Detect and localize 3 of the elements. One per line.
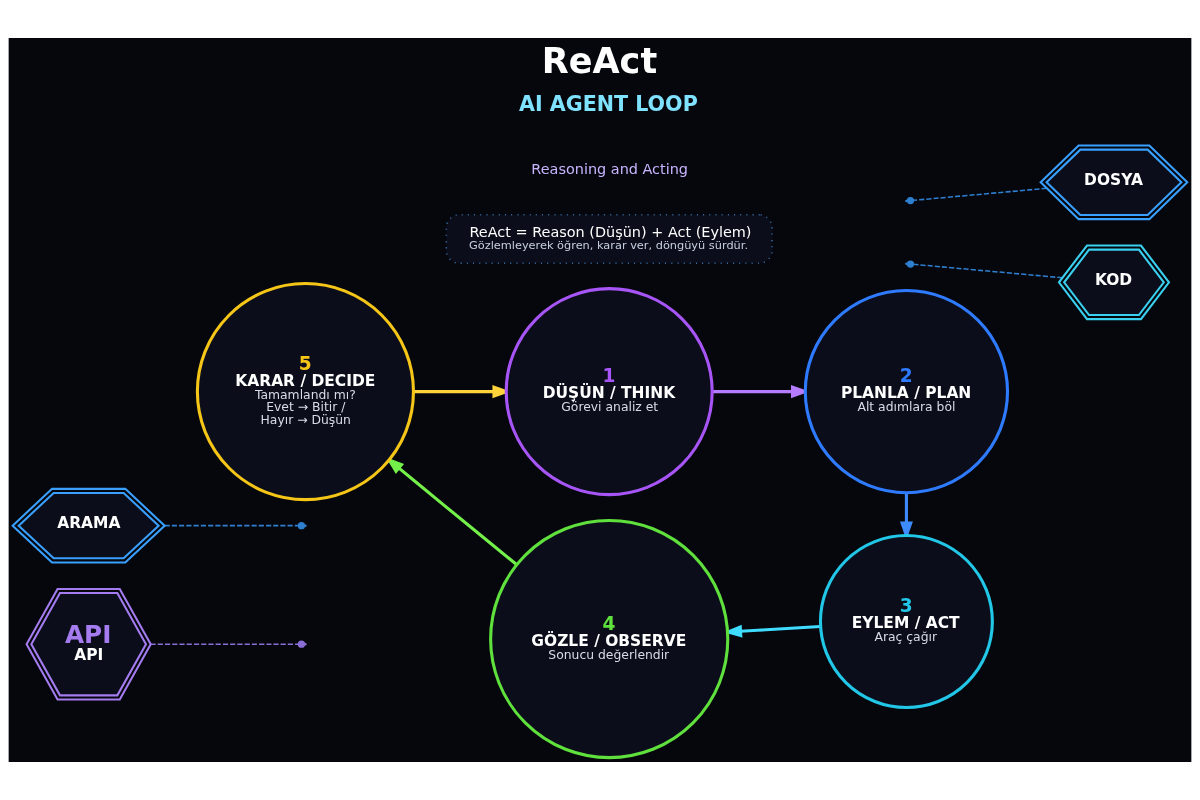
label: AI AGENT LOOP xyxy=(518,92,698,117)
label: Reasoning and Acting xyxy=(531,160,689,177)
diagram-title: ReAct xyxy=(541,40,658,82)
